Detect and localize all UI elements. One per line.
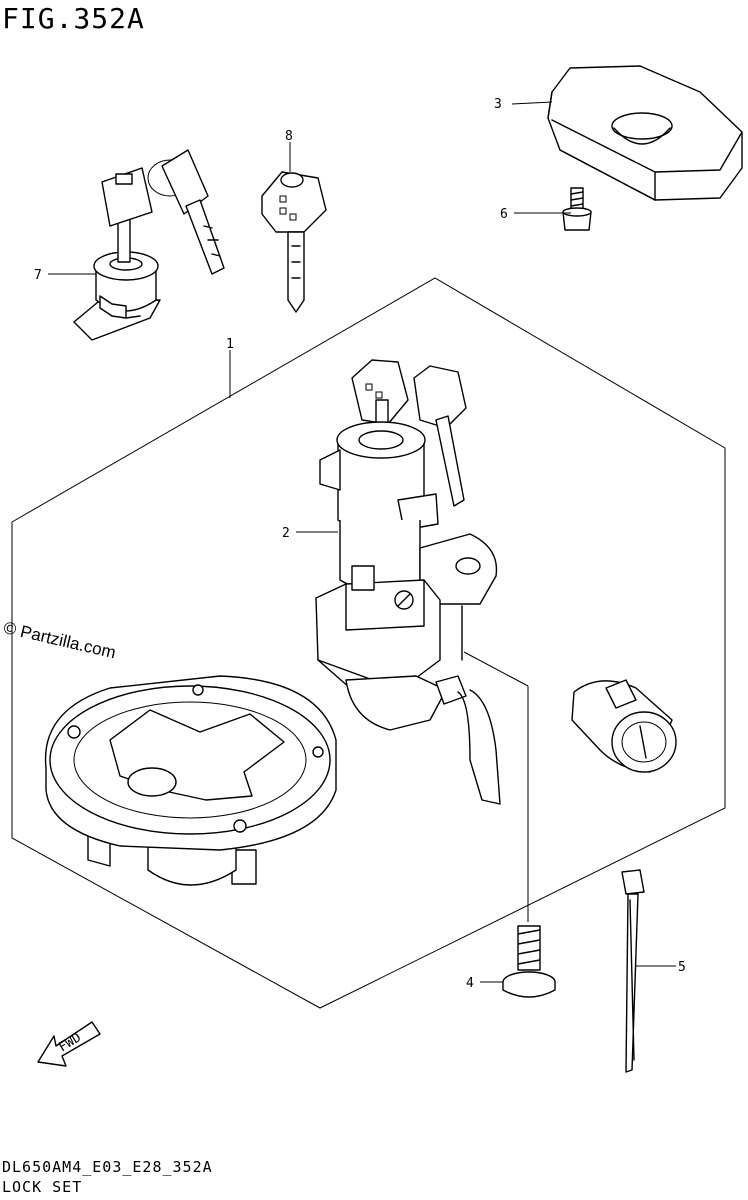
figure-code: DL650AM4_E03_E28_352A [2, 1158, 213, 1176]
fuel-cap-assembly[interactable] [44, 675, 337, 886]
part-2-ignition-switch[interactable] [315, 359, 501, 805]
assembly-boundary [11, 277, 726, 1009]
part-5-cable-tie[interactable] [621, 869, 645, 1073]
callout-3: 3 [494, 97, 502, 112]
part-8-key[interactable] [261, 171, 327, 313]
callout-1: 1 [226, 337, 234, 352]
figure-caption: LOCK SET [2, 1178, 83, 1196]
callout-7: 7 [34, 268, 42, 283]
part-6-screw[interactable] [562, 187, 592, 231]
lock-cylinder[interactable] [571, 679, 677, 773]
callout-2: 2 [282, 526, 290, 541]
callout-8: 8 [285, 129, 293, 144]
callout-4: 4 [466, 976, 474, 991]
part-4-screw[interactable] [502, 925, 556, 998]
fwd-arrow: FWD [37, 1021, 101, 1067]
part-3-cover-cap[interactable] [547, 65, 743, 201]
callout-6: 6 [500, 207, 508, 222]
leader-lines [48, 101, 676, 983]
part-7-key-lock[interactable] [73, 149, 225, 341]
callout-5: 5 [678, 960, 686, 975]
figure-title: FIG.352A [2, 2, 145, 35]
